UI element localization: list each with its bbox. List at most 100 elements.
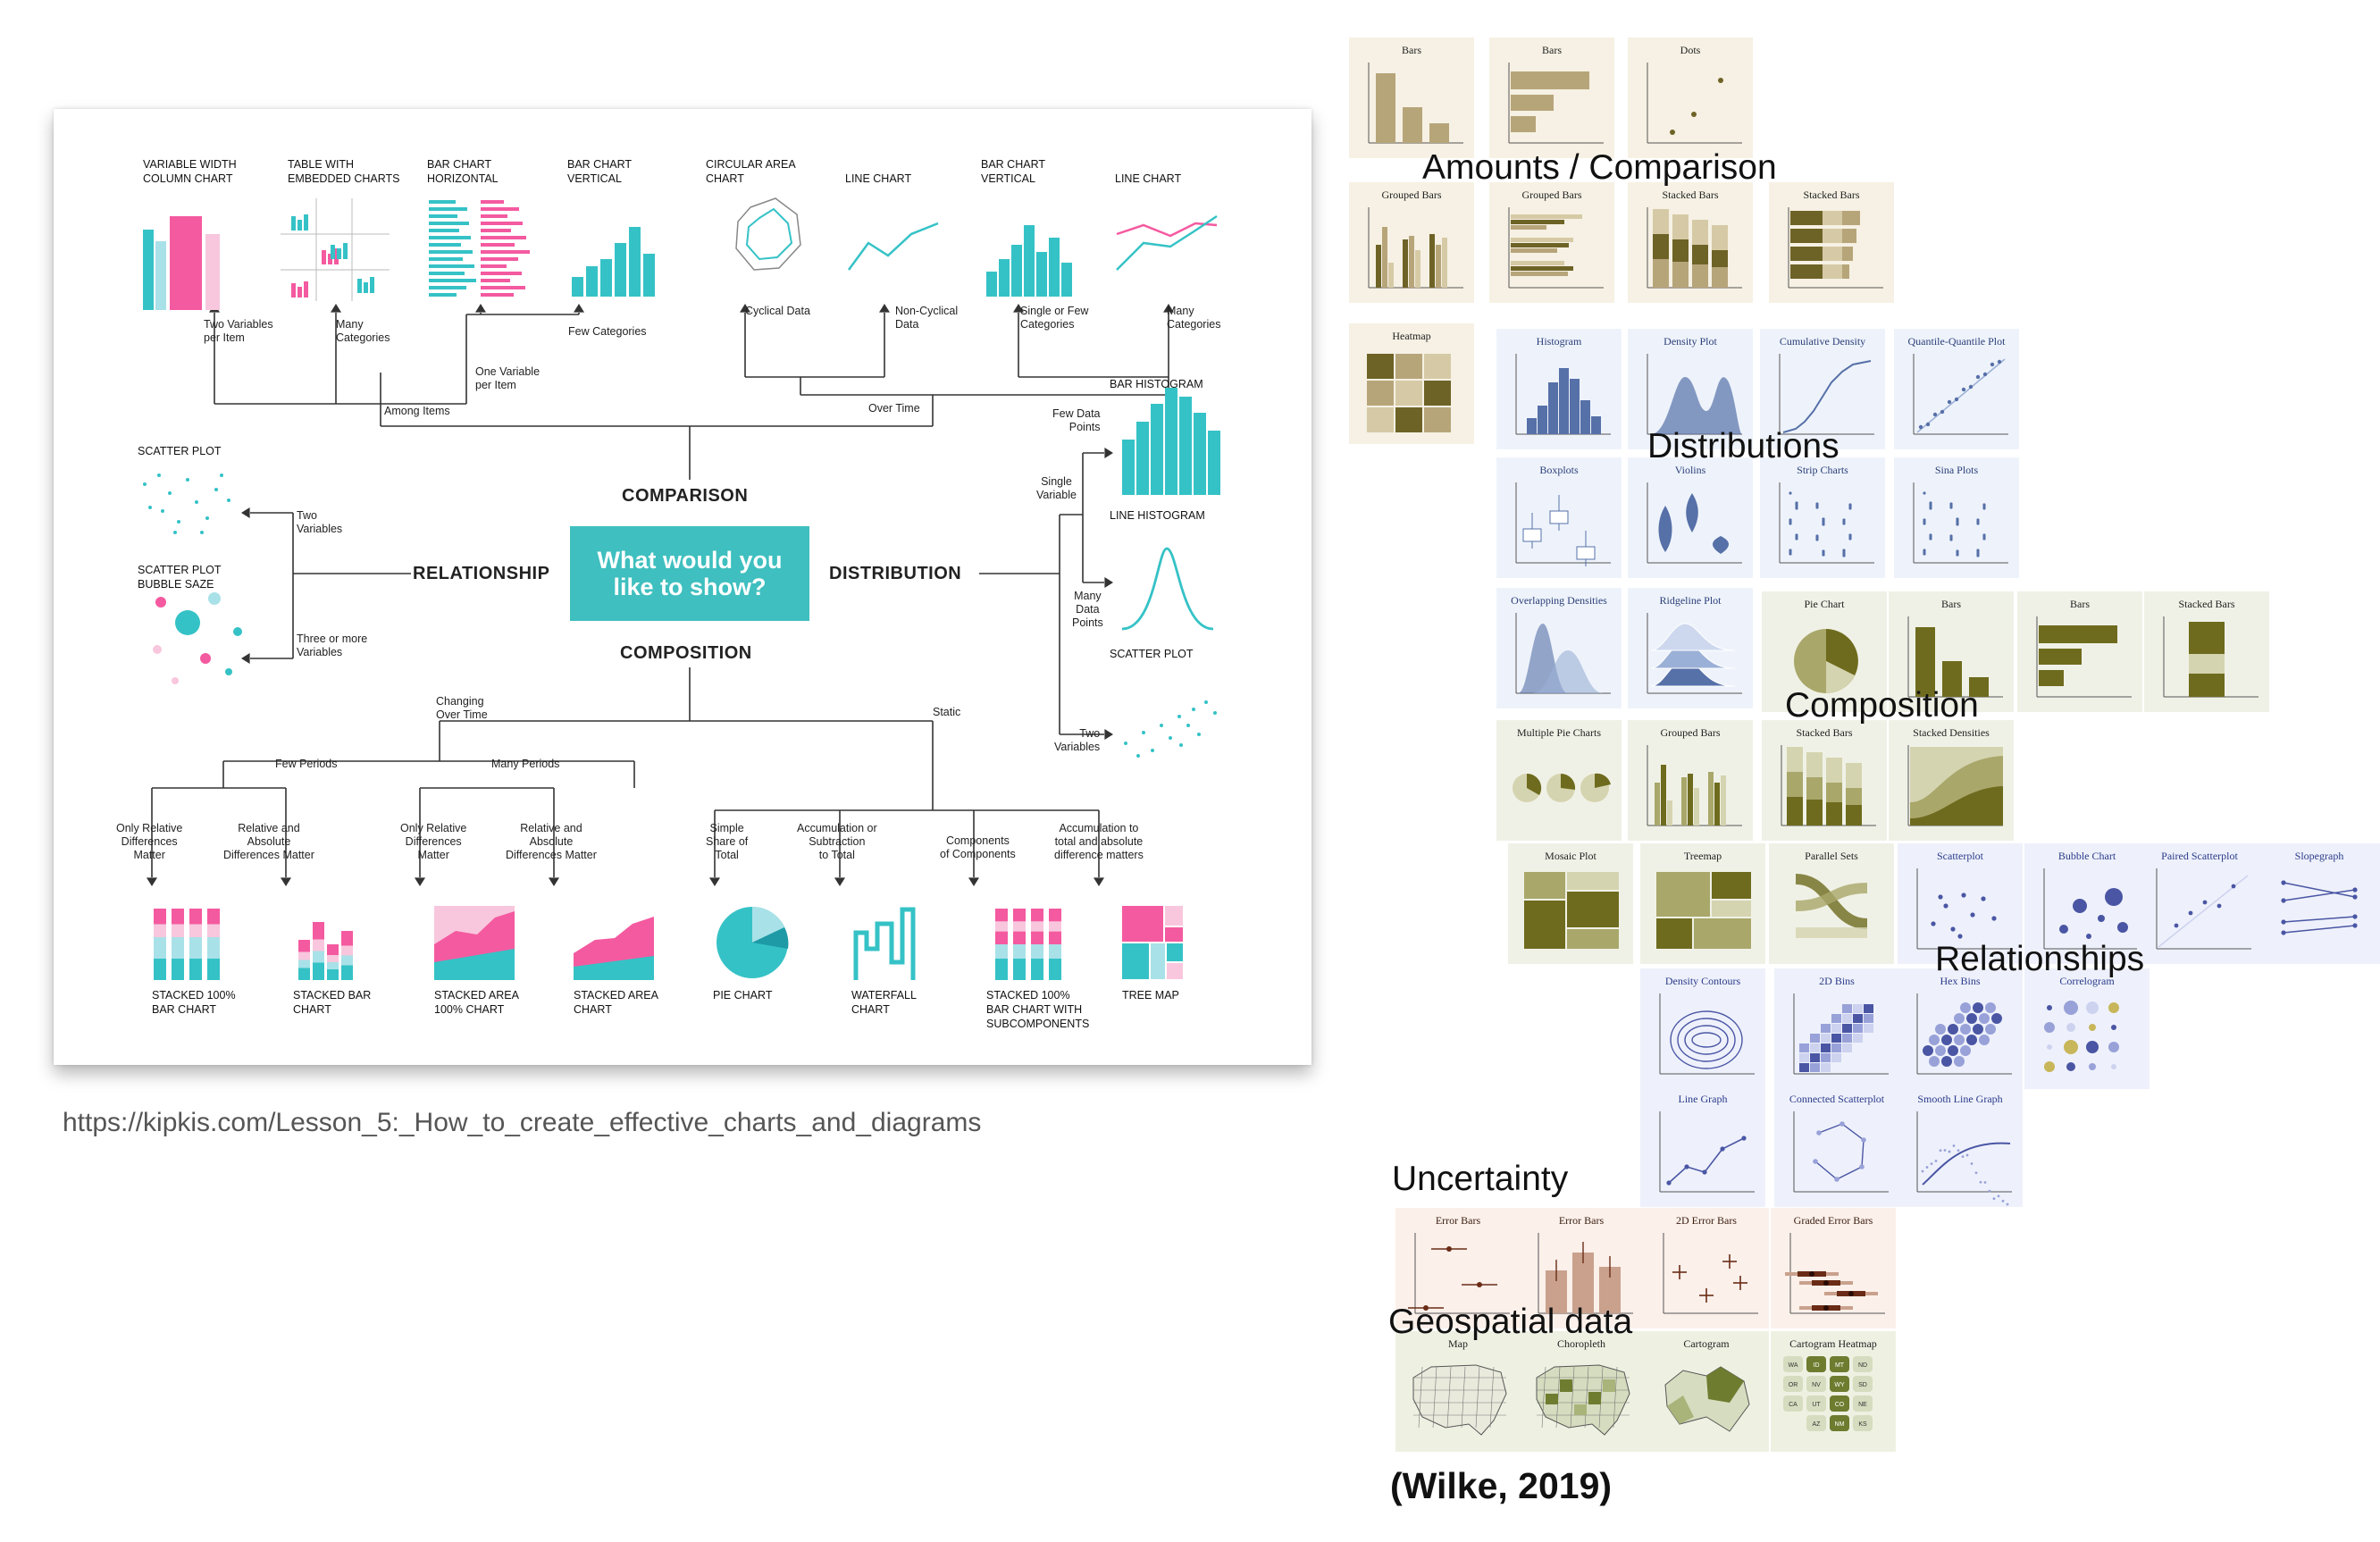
thumb-title: Stacked Bars xyxy=(2178,598,2235,610)
mark-rect xyxy=(1672,239,1689,264)
scatter-point xyxy=(1186,724,1190,727)
horizontal-bar xyxy=(481,279,510,282)
mark-rect xyxy=(1826,783,1842,808)
mark-point xyxy=(2001,1199,2005,1203)
mark-point xyxy=(1842,518,1846,522)
mark-point xyxy=(1822,517,1825,521)
thumb-graphic xyxy=(1513,773,1611,802)
hex-bin xyxy=(1929,1056,1940,1067)
horizontal-bar xyxy=(429,264,474,268)
vertical-bar xyxy=(615,243,626,297)
mark-rect xyxy=(1538,406,1547,434)
arrowhead xyxy=(1104,729,1113,740)
scatter-point xyxy=(177,520,180,524)
label-comp-2: Relative and Absolute Differences Matter xyxy=(223,822,314,861)
tile-label: KS xyxy=(1858,1421,1867,1428)
mark-point xyxy=(1931,921,1936,926)
mark-point xyxy=(1949,502,1953,506)
vertical-bar xyxy=(1011,245,1022,297)
mark-point xyxy=(1923,491,1926,495)
mark-rect xyxy=(1853,1024,1863,1033)
thumb-density-contours: Density Contours xyxy=(1640,968,1765,1089)
mark-point xyxy=(1968,384,1974,390)
stacked-segment xyxy=(313,951,324,963)
source-url[interactable]: https://kipkis.com/Lesson_5:_How_to_crea… xyxy=(63,1108,982,1137)
scatter-point xyxy=(200,531,204,534)
radar-series xyxy=(745,207,793,261)
thumb-title: Cumulative Density xyxy=(1779,335,1866,348)
thumb-graphic xyxy=(1788,207,1883,289)
mark-point xyxy=(1956,517,1959,521)
mark-point xyxy=(1983,1181,1987,1184)
contour-line xyxy=(1670,1010,1743,1069)
thumb-title: Density Contours xyxy=(1664,975,1741,987)
mark-rect xyxy=(1403,239,1408,288)
histogram-bar xyxy=(1122,440,1135,495)
mark-rect xyxy=(1823,229,1842,243)
mark-rect xyxy=(1672,214,1689,239)
thumb-graphic xyxy=(1785,1233,1885,1314)
thumb-grouped-bars: Grouped Bars xyxy=(1489,182,1614,303)
arrowhead xyxy=(549,877,559,886)
scatter-point xyxy=(1151,749,1154,752)
mark-rect xyxy=(1810,1063,1820,1072)
mark-rect xyxy=(1712,901,1751,917)
thumb-graphic xyxy=(1795,874,1868,938)
thumb-scatterplot: Scatterplot xyxy=(1898,843,2023,964)
mark-rect xyxy=(1799,1043,1809,1052)
mark-point xyxy=(1943,1149,1947,1152)
thumb-title: Hex Bins xyxy=(1940,975,1981,987)
mark-point xyxy=(2352,914,2358,919)
mark-point xyxy=(1923,549,1926,552)
mark-rect xyxy=(1790,247,1823,261)
mark-rect xyxy=(1588,1392,1601,1404)
label-comp-6: Accumulation or Subtraction to Total xyxy=(797,822,877,861)
variable-width-bar xyxy=(155,241,166,310)
mark-point xyxy=(1813,1159,1818,1164)
thumb-correlogram: Correlogram xyxy=(2024,968,2150,1089)
thumb-ridgeline-plot: Ridgeline Plot xyxy=(1628,588,1753,708)
mark-rect xyxy=(1694,788,1699,825)
cartogram-region xyxy=(1706,1367,1744,1403)
horizontal-bar xyxy=(429,229,459,232)
mark-rect xyxy=(1656,872,1710,917)
cartogram-tile: CO xyxy=(1830,1395,1849,1412)
horizontal-bar xyxy=(481,200,504,204)
mark-rect xyxy=(1969,677,1989,697)
chart-bar xyxy=(322,250,326,264)
mark-point xyxy=(1957,934,1963,939)
tile-label: NV xyxy=(1812,1382,1821,1388)
stacked-segment xyxy=(313,939,324,951)
corr-cell xyxy=(2111,1064,2116,1069)
caption-bar-vertical: BAR CHART VERTICAL xyxy=(567,158,633,185)
tile-cell xyxy=(1806,1376,1826,1392)
mark-rect xyxy=(1842,264,1849,279)
mark-point xyxy=(1789,491,1792,495)
mark-point xyxy=(2073,899,2087,913)
mark-rect xyxy=(2039,649,2082,665)
mark-rect xyxy=(1570,379,1580,434)
stacked-segment xyxy=(189,909,202,925)
vertical-bar xyxy=(999,259,1010,297)
treemap-cell xyxy=(1122,943,1149,979)
contour-line xyxy=(1677,1018,1736,1062)
section-geospatial: Geospatial data xyxy=(1388,1303,1633,1341)
mark-rect xyxy=(1942,661,1962,697)
thumb-density-plot: Density Plot xyxy=(1628,329,1753,449)
arrowhead xyxy=(574,304,584,313)
label-many-data-points: Many Data Points xyxy=(1072,590,1103,629)
arrowhead xyxy=(879,304,890,313)
mark-rect xyxy=(1549,510,1569,524)
mark-rect xyxy=(1821,1053,1831,1062)
tile-cell xyxy=(1783,1395,1803,1412)
mark-point xyxy=(1859,1164,1865,1169)
thumb-title: Cartogram xyxy=(1683,1337,1730,1350)
thumb-graphic xyxy=(1367,354,1451,432)
mark-rect xyxy=(2189,674,2225,697)
corr-cell xyxy=(2044,1061,2055,1072)
treemap-cell xyxy=(1151,943,1165,979)
thumb-bubble-chart: Bubble Chart xyxy=(2024,843,2150,964)
mark-rect xyxy=(1864,1004,1873,1013)
stacked-segment xyxy=(341,965,353,980)
mark-point xyxy=(1957,1149,1960,1152)
